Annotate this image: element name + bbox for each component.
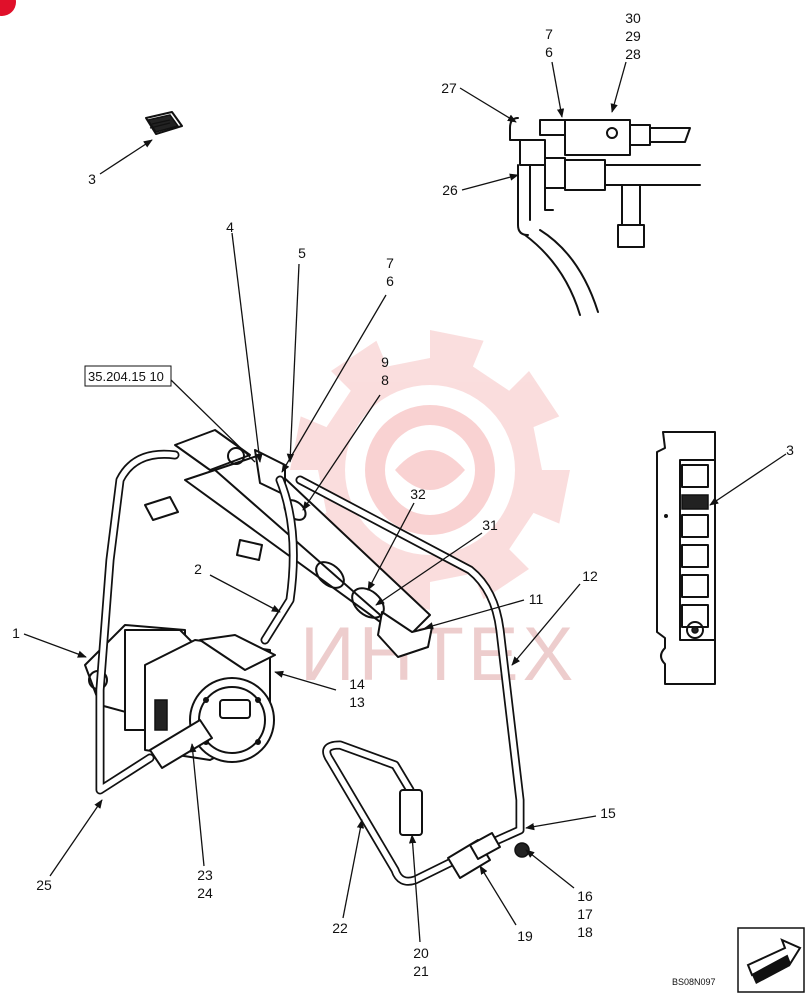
callout-11: 11 (529, 591, 544, 607)
drawing-code: BS08N097 (672, 977, 716, 987)
callout-26: 26 (442, 182, 458, 198)
leader-lines (23, 61, 787, 943)
callout-12: 12 (582, 568, 598, 584)
callout-15: 15 (600, 805, 616, 821)
main-assembly (84, 429, 433, 769)
callout-32: 32 (410, 486, 426, 502)
tube-lines (95, 449, 530, 886)
callout-2: 2 (194, 561, 202, 577)
callout-31: 31 (482, 517, 498, 533)
callout-3-detail-right: 3 (786, 442, 794, 458)
detail-fitting-3 (145, 111, 183, 135)
callout-5: 5 (298, 245, 306, 261)
view-direction-icon (737, 927, 805, 993)
callout-4: 4 (226, 219, 234, 235)
callout-22: 22 (332, 920, 348, 936)
reference-text: 35.204.15 10 (88, 369, 164, 384)
watermark-text: ИНТЕХ (300, 612, 577, 697)
callout-3-detail-left: 3 (88, 171, 96, 187)
detail-valve-assembly (509, 117, 701, 316)
callout-25: 25 (36, 877, 52, 893)
watermark-logo (290, 330, 570, 610)
callout-1: 1 (12, 625, 20, 641)
callout-19: 19 (517, 928, 533, 944)
callout-27: 27 (441, 80, 457, 96)
reference-label: 35.204.15 10 (84, 365, 256, 463)
corner-badge (0, 0, 16, 16)
detail-bracket (656, 431, 716, 685)
